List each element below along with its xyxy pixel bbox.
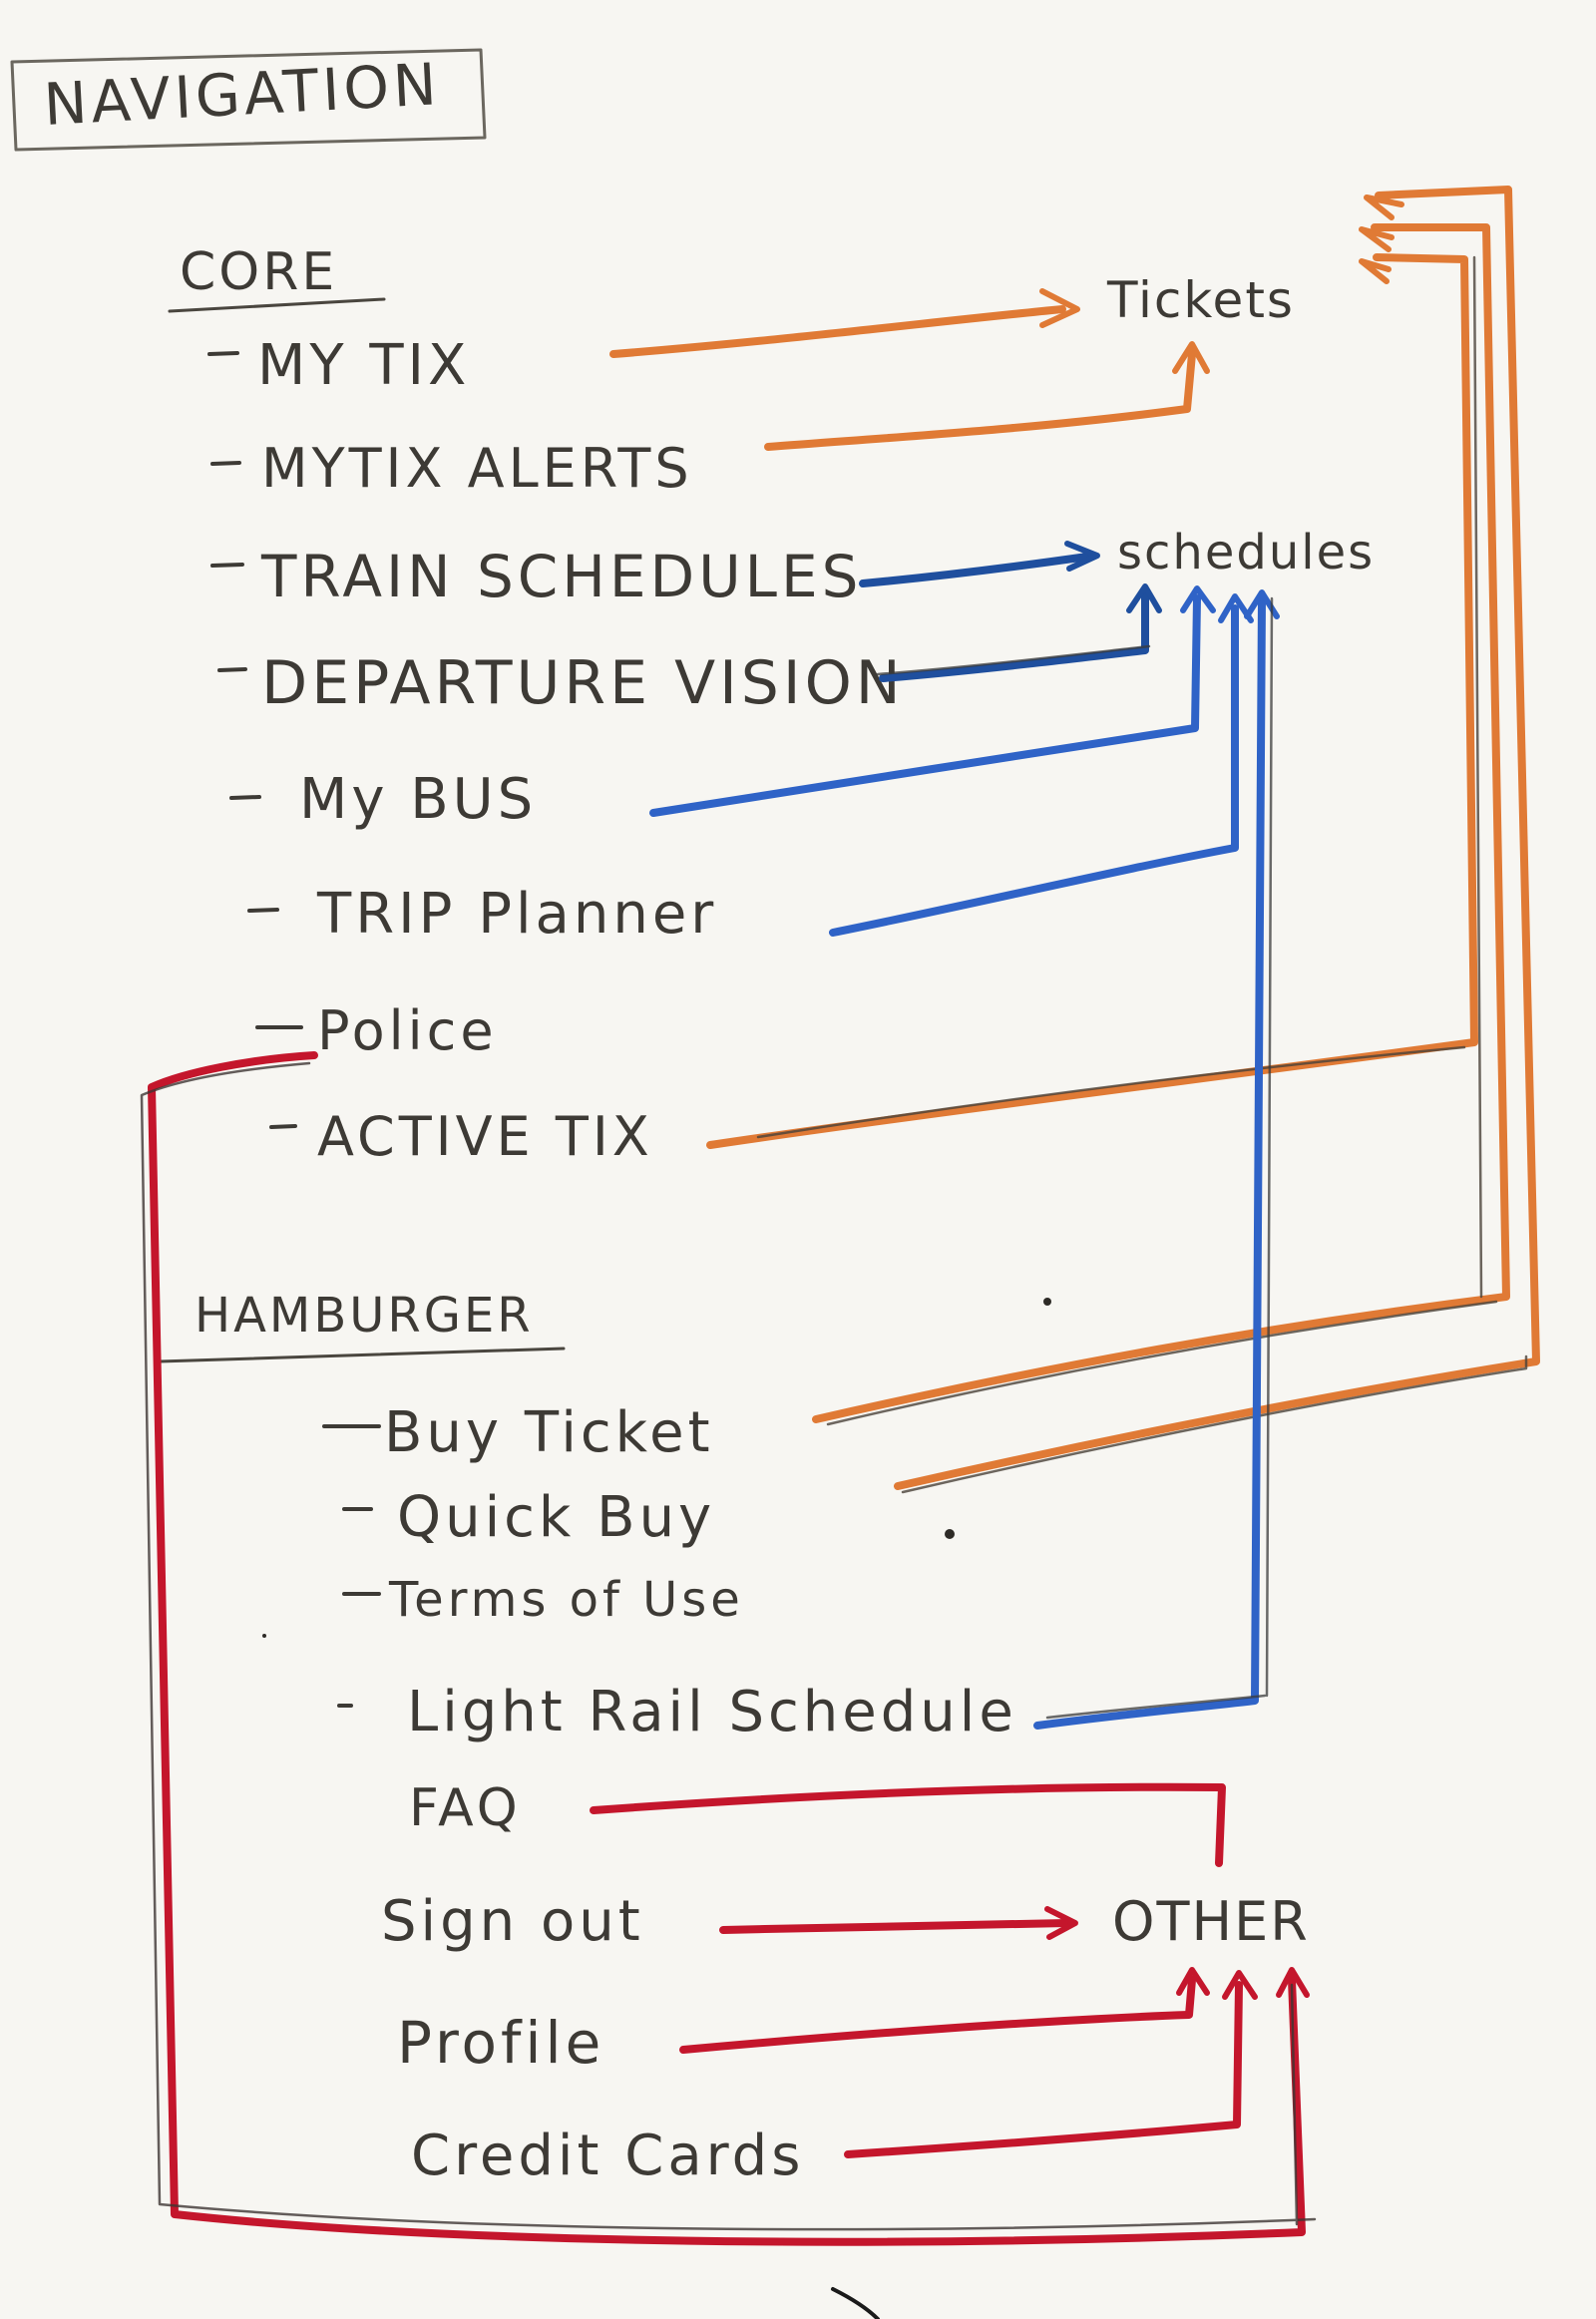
category-other: OTHER: [1112, 1890, 1310, 1953]
arrowhead-train-schedules: [1064, 541, 1100, 572]
schedules-arrows-light: [649, 585, 1280, 1730]
hamburger-item-terms-of-use: Terms of Use: [388, 1572, 744, 1628]
core-item-dashes: [207, 351, 303, 1129]
arrow-sign-out: [719, 1919, 1071, 1934]
arrow-active-tix: [706, 253, 1478, 1149]
hamburger-item-faq: FAQ: [409, 1778, 522, 1838]
stray-marks: [262, 1298, 1051, 1638]
hamburger-item-profile: Profile: [397, 2009, 604, 2077]
arrow-credit-cards: [844, 1981, 1243, 2158]
section-heading-hamburger: HAMBURGER: [195, 1288, 534, 1344]
arrow-light-rail-schedule: [1033, 594, 1266, 1730]
core-item-mytix-alerts: MYTIX ALERTS: [261, 437, 693, 500]
arrow-quick-buy: [894, 186, 1540, 1490]
arrow-police: [148, 1051, 1306, 2246]
hamburger-heading-underline: [158, 1347, 566, 1363]
arrowhead-my-bus: [1180, 585, 1216, 613]
section-heading-core: CORE: [180, 242, 337, 302]
hamburger-item-credit-cards: Credit Cards: [411, 2124, 804, 2188]
hamburger-item-buy-ticket: Buy Ticket: [384, 1400, 714, 1465]
core-item-train-schedules: TRAIN SCHEDULES: [260, 543, 862, 610]
title-box: [10, 48, 487, 152]
arrow-profile: [679, 1976, 1196, 2054]
core-item-police: Police: [317, 999, 498, 1062]
page-title: NAVIGATION: [42, 50, 442, 139]
core-item-my-bus: My BUS: [299, 767, 537, 832]
arrowheads-tickets: [1359, 194, 1404, 284]
arrow-trip-planner: [829, 604, 1239, 937]
arrow-faq: [590, 1782, 1226, 1867]
other-arrow-pencil-overlay: [140, 1061, 1317, 2231]
hamburger-item-light-rail-schedule: Light Rail Schedule: [407, 1680, 1017, 1744]
hamburger-item-dashes: [322, 1424, 381, 1708]
category-tickets: Tickets: [1106, 271, 1295, 329]
arrowhead-credit-cards: [1222, 1970, 1258, 2000]
arrow-my-bus: [649, 594, 1201, 817]
arrow-buy-ticket: [812, 223, 1510, 1423]
arrowhead-police: [1276, 1967, 1310, 1998]
arrow-mytix-alerts: [764, 350, 1196, 451]
schedules-arrow-pencil-overlay: [876, 596, 1274, 1720]
core-heading-underline: [168, 297, 386, 313]
category-schedules: schedules: [1117, 525, 1375, 580]
arrow-departure-vision: [879, 589, 1149, 682]
stray-mark-bottom: [831, 2287, 880, 2319]
hamburger-item-sign-out: Sign out: [381, 1889, 644, 1954]
core-item-departure-vision: DEPARTURE VISION: [261, 648, 905, 718]
tickets-arrow-pencil-overlay: [756, 255, 1528, 1494]
other-arrows: [148, 1051, 1310, 2246]
core-item-my-tix: MY TIX: [257, 333, 470, 398]
core-item-active-tix: ACTIVE TIX: [317, 1105, 653, 1168]
tickets-arrows: [609, 186, 1540, 1490]
arrow-my-tix: [609, 305, 1066, 358]
arrowhead-sign-out: [1044, 1906, 1078, 1940]
schedules-arrows: [859, 541, 1162, 682]
core-item-trip-planner: TRIP Planner: [316, 882, 717, 947]
arrowhead-my-tix: [1039, 288, 1080, 328]
arrow-train-schedules: [859, 553, 1091, 587]
arrowhead-mytix-alerts: [1172, 341, 1210, 374]
arrowhead-trip-planner: [1218, 593, 1254, 623]
hamburger-item-quick-buy: Quick Buy: [397, 1485, 715, 1550]
arrowhead-departure-vision: [1126, 583, 1162, 613]
arrowhead-profile: [1176, 1967, 1210, 1996]
